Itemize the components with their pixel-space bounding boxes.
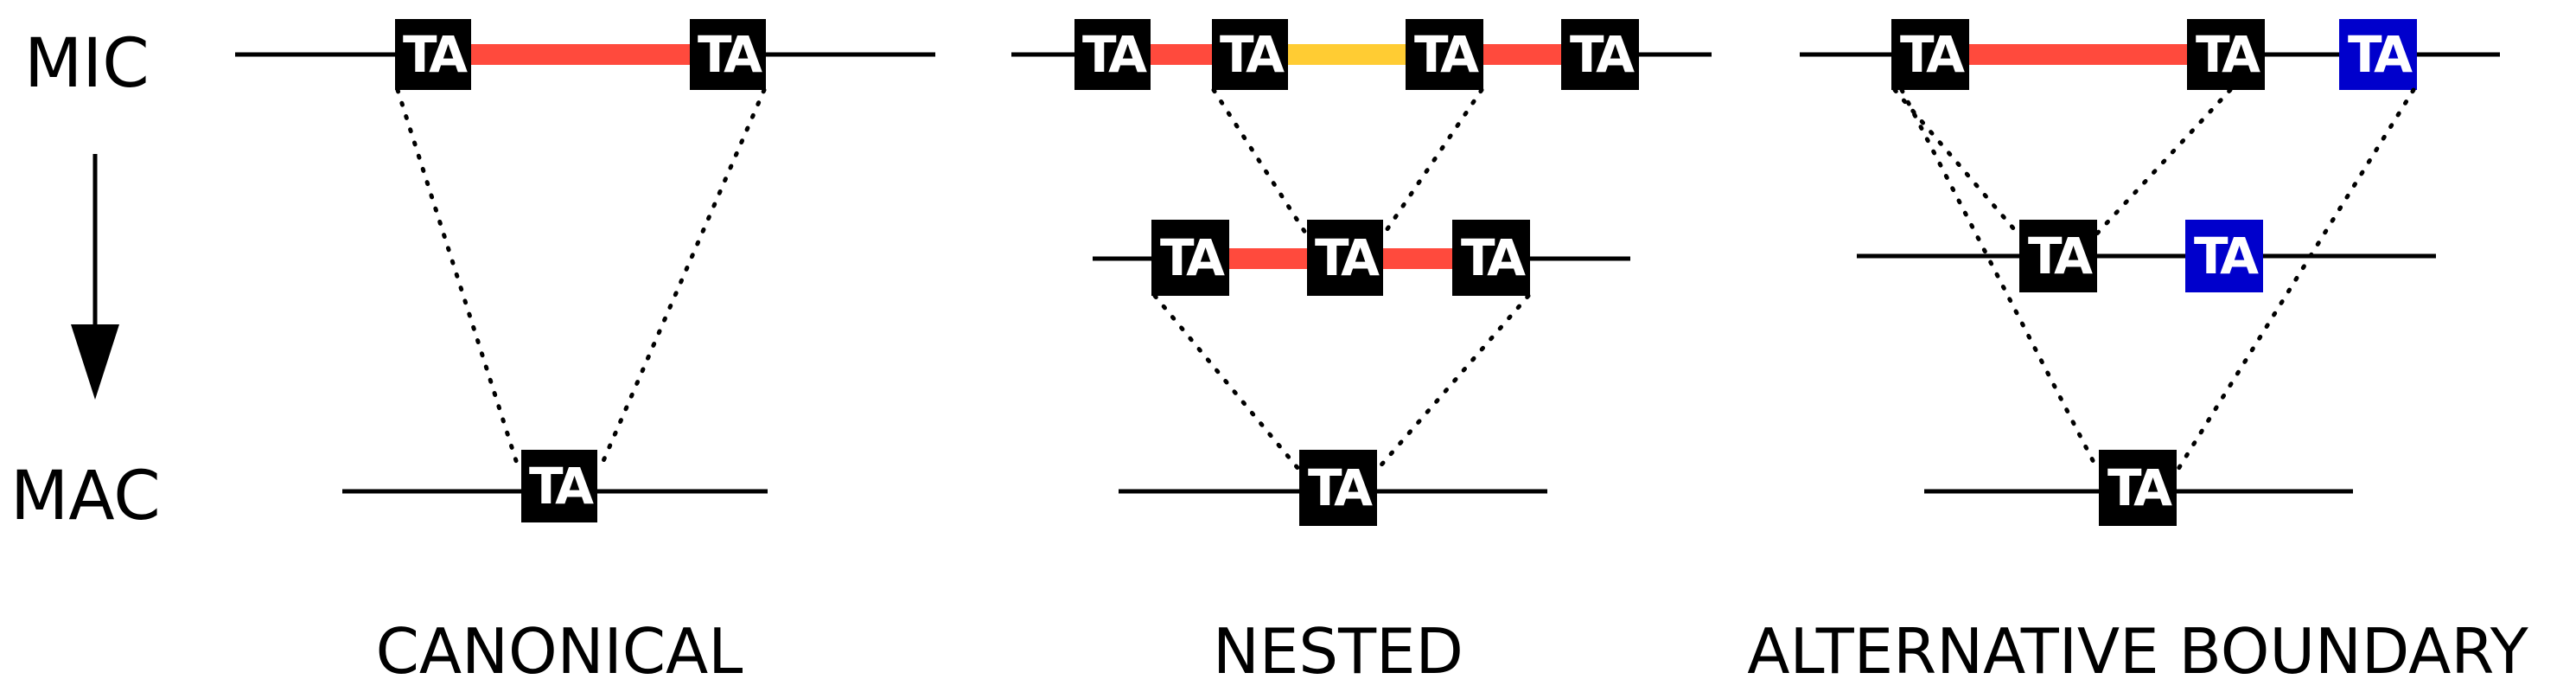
down-arrow-icon (71, 154, 119, 400)
panel-title-alternative-boundary: ALTERNATIVE BOUNDARY (1747, 615, 2529, 688)
panel-alternative-boundary: TA TA TA TA TA TA ALTERNAT (1747, 19, 2529, 688)
ta-box: TA (2019, 220, 2097, 292)
ta-box-alternative: TA (2185, 220, 2263, 292)
svg-text:TA: TA (1315, 228, 1380, 287)
ta-box: TA (1212, 19, 1289, 90)
ta-box: TA (1406, 19, 1483, 90)
label-mic: MIC (24, 25, 150, 103)
ta-box-alternative: TA (2339, 19, 2417, 90)
ta-box: TA (521, 450, 598, 522)
segment-yellow-nested (1288, 44, 1406, 65)
svg-text:TA: TA (2028, 227, 2093, 285)
segment-red-nested (1150, 44, 1212, 65)
ta-box: TA (690, 19, 767, 90)
svg-text:TA: TA (1308, 458, 1373, 517)
ta-box: TA (1561, 19, 1639, 90)
ta-box: TA (2099, 450, 2177, 526)
ta-box: TA (395, 19, 472, 90)
svg-text:TA: TA (698, 25, 762, 84)
svg-text:TA: TA (403, 25, 468, 84)
segment-red-alternative (1969, 44, 2187, 65)
svg-text:TA: TA (1900, 25, 1965, 84)
ta-box: TA (1151, 220, 1229, 296)
segment-red-nested (1227, 248, 1310, 269)
ta-box: TA (1074, 19, 1151, 90)
panel-canonical: TA TA TA CANONICAL (235, 19, 935, 688)
svg-text:TA: TA (529, 457, 594, 516)
ta-box: TA (1452, 220, 1530, 296)
svg-text:TA: TA (1160, 228, 1225, 287)
label-mac: MAC (10, 458, 161, 535)
ta-box: TA (1299, 450, 1377, 526)
segment-red-nested (1483, 44, 1561, 65)
panel-title-nested: NESTED (1213, 615, 1463, 688)
svg-text:TA: TA (1570, 25, 1635, 84)
svg-text:TA: TA (1414, 25, 1479, 84)
svg-text:TA: TA (2194, 227, 2259, 285)
ta-box: TA (2187, 19, 2265, 90)
svg-text:TA: TA (2348, 25, 2413, 84)
segment-red-canonical (467, 44, 698, 65)
svg-text:TA: TA (2196, 25, 2260, 84)
svg-text:TA: TA (1220, 25, 1285, 84)
panel-title-canonical: CANONICAL (376, 615, 743, 688)
svg-text:TA: TA (1461, 228, 1526, 287)
ta-box: TA (1307, 220, 1384, 296)
ta-box: TA (1891, 19, 1969, 90)
svg-text:TA: TA (1082, 25, 1147, 84)
panel-nested: TA TA TA TA TA TA TA (1011, 19, 1712, 688)
svg-text:TA: TA (2107, 458, 2172, 517)
segment-red-nested (1380, 248, 1452, 269)
